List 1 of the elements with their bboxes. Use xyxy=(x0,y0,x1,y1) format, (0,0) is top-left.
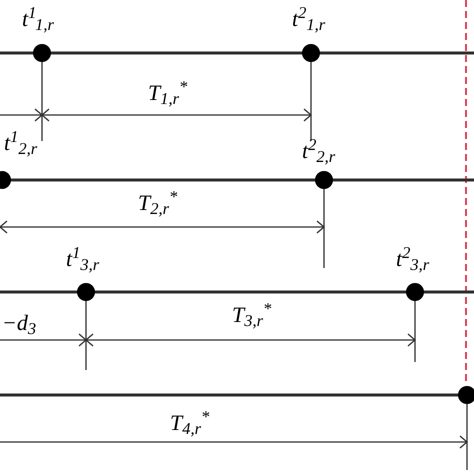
math-label: −d$_{3}$ xyxy=(2,312,36,334)
